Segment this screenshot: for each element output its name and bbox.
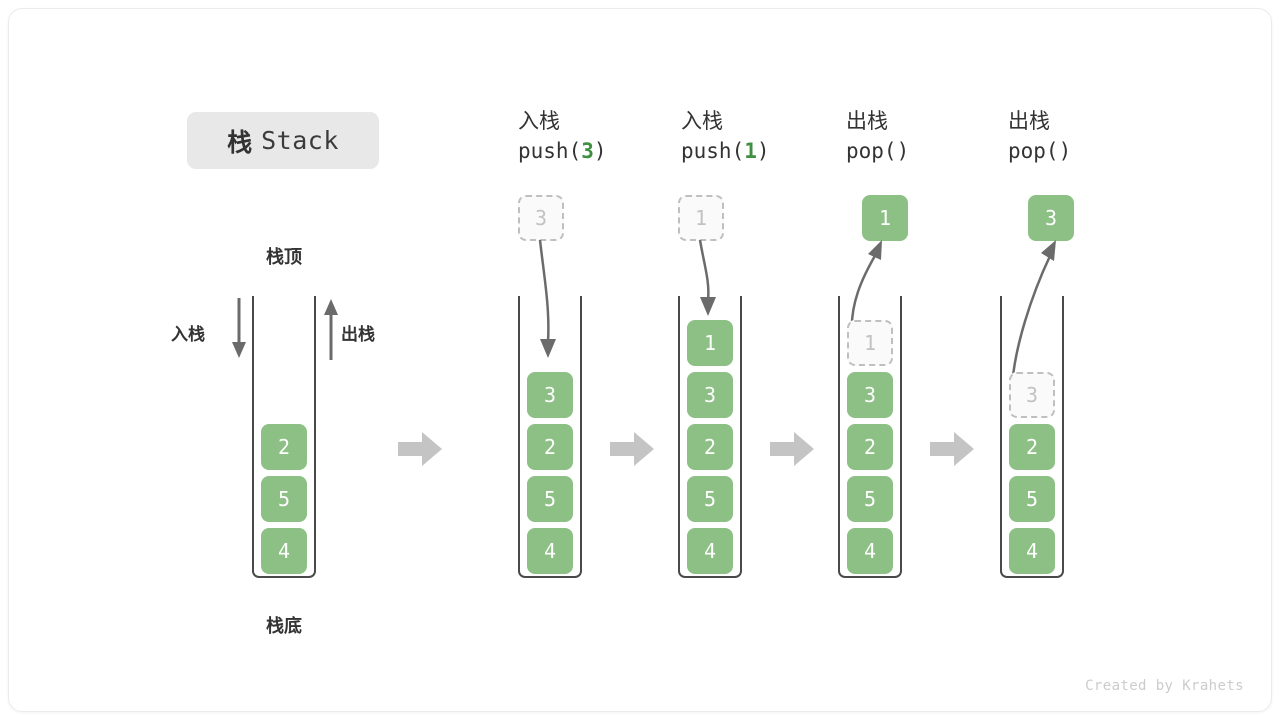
credit-text: Created by Krahets bbox=[1085, 678, 1244, 694]
column-header-push-1: 入栈 push(1) bbox=[681, 108, 770, 166]
push-side-label: 入栈 bbox=[171, 325, 205, 344]
floating-element: 1 bbox=[678, 195, 724, 241]
stack-cell: 5 bbox=[847, 476, 893, 522]
column-header-cn: 入栈 bbox=[518, 110, 560, 133]
code-arg: 1 bbox=[744, 139, 757, 163]
code-prefix: pop( bbox=[1008, 139, 1059, 163]
code-suffix: ) bbox=[1058, 139, 1072, 163]
stack-container bbox=[678, 296, 742, 578]
stack-cell: 2 bbox=[261, 424, 307, 470]
stack-cell: 3 bbox=[527, 372, 573, 418]
stack-cell: 5 bbox=[1009, 476, 1055, 522]
column-header-code: push(3) bbox=[518, 136, 607, 166]
code-suffix: ) bbox=[756, 139, 770, 163]
title-cn: 栈 bbox=[227, 128, 253, 157]
floating-element: 3 bbox=[518, 195, 564, 241]
popped-element: 1 bbox=[862, 195, 908, 241]
stack-container bbox=[252, 296, 316, 578]
code-prefix: push( bbox=[681, 139, 745, 163]
stack-cell: 2 bbox=[527, 424, 573, 470]
push-direction-arrow bbox=[232, 298, 246, 358]
push-motion-arrow bbox=[538, 239, 556, 358]
column-header-cn: 出栈 bbox=[1008, 110, 1050, 133]
stack-cell: 2 bbox=[1009, 424, 1055, 470]
stack-container bbox=[1000, 296, 1064, 578]
stack-top-label: 栈顶 bbox=[266, 247, 302, 267]
code-suffix: ) bbox=[593, 139, 607, 163]
stack-cell-removed: 3 bbox=[1009, 372, 1055, 418]
stack-cell: 4 bbox=[1009, 528, 1055, 574]
column-header-code: pop() bbox=[846, 136, 909, 166]
column-header-cn: 出栈 bbox=[846, 110, 888, 133]
title-badge: 栈 Stack bbox=[187, 112, 379, 169]
stack-cell: 4 bbox=[261, 528, 307, 574]
column-header-push-3: 入栈 push(3) bbox=[518, 108, 607, 166]
popped-element: 3 bbox=[1028, 195, 1074, 241]
stack-cell: 3 bbox=[847, 372, 893, 418]
code-prefix: push( bbox=[518, 139, 582, 163]
stack-cell: 5 bbox=[687, 476, 733, 522]
pop-side-label: 出栈 bbox=[341, 325, 375, 344]
step-arrow-2 bbox=[610, 432, 654, 466]
stack-cell: 5 bbox=[527, 476, 573, 522]
stack-cell: 5 bbox=[261, 476, 307, 522]
push-motion-arrow bbox=[698, 239, 716, 316]
stack-container bbox=[838, 296, 902, 578]
stack-cell-removed: 1 bbox=[847, 320, 893, 366]
stack-bottom-label: 栈底 bbox=[266, 616, 302, 636]
column-header-code: push(1) bbox=[681, 136, 770, 166]
step-arrow-4 bbox=[930, 432, 974, 466]
column-header-code: pop() bbox=[1008, 136, 1071, 166]
step-arrow-3 bbox=[770, 432, 814, 466]
stack-cell: 4 bbox=[527, 528, 573, 574]
code-suffix: ) bbox=[896, 139, 910, 163]
stack-cell: 4 bbox=[847, 528, 893, 574]
stack-cell: 4 bbox=[687, 528, 733, 574]
code-prefix: pop( bbox=[846, 139, 897, 163]
column-header-pop-3: 出栈 pop() bbox=[1008, 108, 1071, 166]
code-arg: 3 bbox=[581, 139, 594, 163]
pop-direction-arrow bbox=[324, 299, 338, 360]
title-en: Stack bbox=[261, 126, 339, 155]
stack-cell: 1 bbox=[687, 320, 733, 366]
stack-cell: 2 bbox=[847, 424, 893, 470]
column-header-cn: 入栈 bbox=[681, 110, 723, 133]
column-header-pop-1: 出栈 pop() bbox=[846, 108, 909, 166]
stack-cell: 2 bbox=[687, 424, 733, 470]
stack-container bbox=[518, 296, 582, 578]
step-arrow-1 bbox=[398, 432, 442, 466]
stack-cell: 3 bbox=[687, 372, 733, 418]
